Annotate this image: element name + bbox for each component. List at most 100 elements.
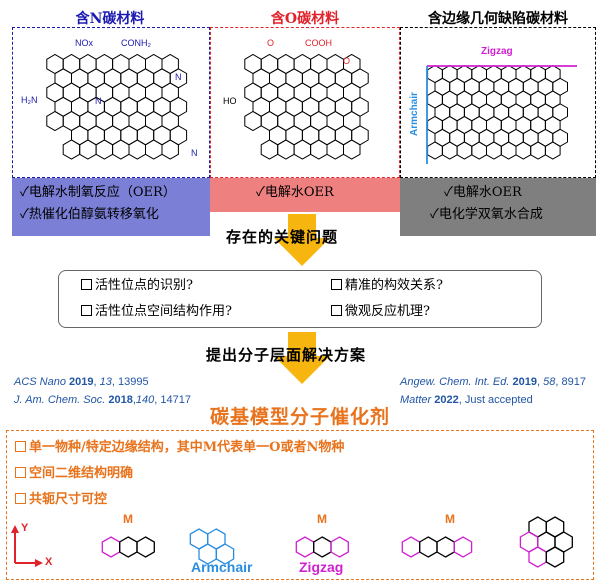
- armchair-label: Armchair: [409, 92, 420, 136]
- armchair-caption: Armchair: [191, 559, 253, 575]
- n-ring-label: N: [191, 148, 198, 158]
- ref-angew: Angew. Chem. Int. Ed. 2019, 58, 8917: [400, 376, 586, 388]
- molecule-ring: [215, 543, 235, 565]
- down-arrow-2-icon: [274, 332, 330, 384]
- ring: [530, 141, 546, 160]
- checkbox-icon: [81, 279, 92, 290]
- problem-2: 精准的构效关系?: [331, 275, 443, 297]
- ring: [46, 110, 64, 132]
- problem-1: 活性位点的识别?: [81, 275, 193, 297]
- bullets-n: ✓电解水制氧反应（OER） ✓热催化伯醇氨转移氧化: [12, 178, 210, 236]
- m-label-1: M: [123, 512, 133, 526]
- ring: [95, 139, 114, 160]
- ring: [427, 141, 443, 160]
- conh2-label: CONH₂: [121, 38, 151, 48]
- ring: [293, 139, 312, 160]
- heading-key-problems: 存在的关键问题: [226, 228, 339, 246]
- ref-jacs: J. Am. Chem. Soc. 2018,140, 14717: [14, 394, 191, 406]
- ref-matter: Matter 2022, Just accepted: [400, 394, 533, 406]
- n-doped-graphene-structure: NOx CONH₂ N H₂N N N: [21, 38, 198, 160]
- zigzag-caption: Zigzag: [299, 559, 344, 575]
- zigzag-label: Zigzag: [481, 46, 513, 57]
- column-title-o: 含O碳材料: [270, 11, 340, 27]
- ref-acs-nano: ACS Nano 2019, 13, 13995: [14, 376, 149, 388]
- ring: [277, 139, 295, 160]
- main-title: 碳基模型分子催化剂: [210, 407, 391, 428]
- problem-3: 活性位点空间结构作用?: [81, 301, 232, 323]
- ho-label: HO: [223, 96, 237, 106]
- ring: [145, 139, 163, 160]
- checkbox-icon: [81, 305, 92, 316]
- o-doped-graphene-structure: O COOH O HO: [223, 38, 369, 160]
- molecule-ring: [313, 536, 332, 558]
- molecule-ring: [101, 536, 121, 558]
- feature-2: 空间二维结构明确: [15, 461, 344, 487]
- checkbox-icon: [15, 493, 26, 504]
- y-axis-label: Y: [21, 522, 29, 534]
- molecule-ring: [119, 536, 138, 558]
- features-list: 单一物种/特定边缘结构，其中M代表单一O或者N物种 空间二维结构明确 共轭尺寸可…: [15, 435, 344, 513]
- ring: [244, 110, 262, 132]
- ring: [260, 139, 279, 160]
- bullet-edge-2: ✓电化学双氧水合成: [430, 207, 543, 222]
- bullet-edge-1: ✓电解水OER: [444, 185, 522, 200]
- checkbox-icon: [331, 279, 342, 290]
- ring: [62, 139, 81, 160]
- molecule-ring: [330, 536, 349, 558]
- molecule-ring: [136, 536, 155, 558]
- ring: [471, 141, 487, 160]
- ring: [112, 139, 130, 160]
- bullet-n-1: ✓电解水制氧反应（OER）: [20, 185, 176, 200]
- panel-o-doped: O COOH O HO: [210, 27, 400, 178]
- bullet-n-2: ✓热催化伯醇氨转移氧化: [20, 207, 159, 222]
- column-title-edge: 含边缘几何缺陷碳材料: [428, 11, 568, 27]
- panel-n-doped: NOx CONH₂ N H₂N N N: [12, 27, 210, 178]
- checkbox-icon: [15, 441, 26, 452]
- ring: [310, 139, 328, 160]
- o-ring-label: O: [343, 56, 350, 66]
- ring: [441, 141, 458, 160]
- cooh-label: COOH: [305, 38, 332, 48]
- axes-icon: [11, 525, 43, 567]
- h2n-label: H₂N: [21, 95, 38, 105]
- panel-edge-defect: Zigzag Armchair: [400, 27, 596, 178]
- molecule-ring: [436, 536, 455, 558]
- n-center-label: N: [95, 96, 102, 106]
- model-molecule-box: 单一物种/特定边缘结构，其中M代表单一O或者N物种 空间二维结构明确 共轭尺寸可…: [6, 430, 594, 580]
- m-label-3: M: [445, 512, 455, 526]
- feature-3: 共轭尺寸可控: [15, 487, 344, 513]
- ring: [343, 139, 361, 160]
- checkbox-icon: [331, 305, 342, 316]
- ring: [456, 141, 473, 160]
- m-label-2: M: [317, 512, 327, 526]
- ring: [79, 139, 97, 160]
- molecule-ring: [401, 536, 421, 558]
- down-arrow-1-icon: [274, 214, 330, 266]
- ring: [500, 141, 517, 160]
- nox-label: NOx: [75, 38, 94, 48]
- problems-box: 活性位点的识别? 精准的构效关系? 活性位点空间结构作用? 微观反应机理?: [58, 270, 542, 328]
- molecule-ring: [295, 536, 315, 558]
- feature-1: 单一物种/特定边缘结构，其中M代表单一O或者N物种: [15, 435, 344, 461]
- molecule-ring: [419, 536, 438, 558]
- bullets-o: ✓电解水OER: [210, 178, 400, 212]
- o-label: O: [267, 38, 274, 48]
- heading-solution: 提出分子层面解决方案: [206, 346, 367, 364]
- ring: [161, 139, 179, 160]
- molecule-ring: [519, 531, 539, 553]
- bullet-o-1: ✓电解水OER: [256, 185, 334, 200]
- ring: [128, 139, 146, 160]
- ring: [486, 141, 502, 160]
- n-right-label: N: [175, 72, 182, 82]
- column-title-n: 含N碳材料: [75, 11, 145, 27]
- ring: [515, 141, 532, 160]
- ring: [326, 139, 344, 160]
- edge-defect-graphene-structure: Zigzag Armchair: [409, 46, 577, 164]
- x-axis-label: X: [45, 556, 53, 568]
- molecule-row: Y X M M M: [11, 512, 573, 568]
- bullets-edge: ✓电解水OER ✓电化学双氧水合成: [400, 178, 596, 236]
- ring: [544, 141, 561, 160]
- molecule-ring: [453, 536, 473, 558]
- problem-4: 微观反应机理?: [331, 301, 430, 323]
- checkbox-icon: [15, 467, 26, 478]
